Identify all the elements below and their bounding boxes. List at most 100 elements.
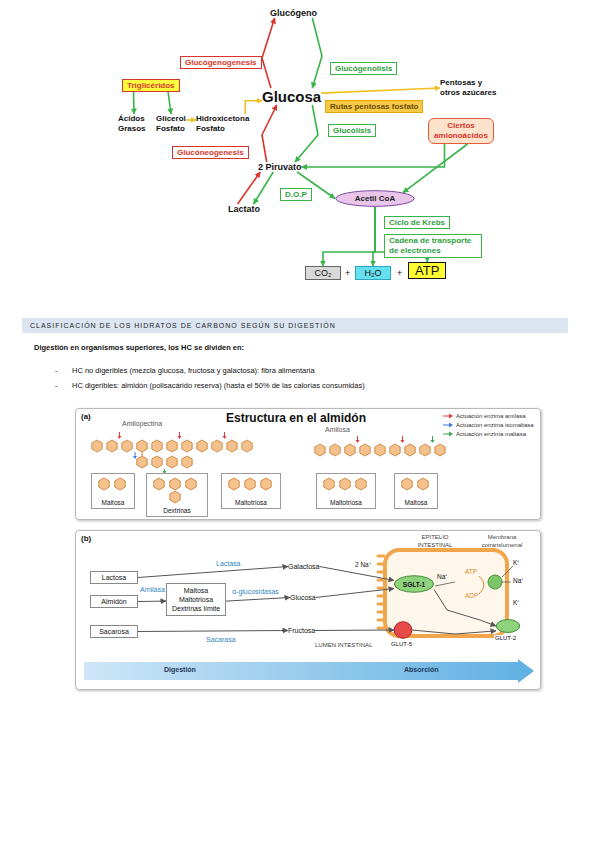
glucose-hexagon	[261, 478, 271, 490]
glucose-hexagon	[229, 478, 239, 490]
process-box: Glucólisis	[328, 124, 376, 137]
text-label: EPITELIO INTESTINAL	[405, 533, 465, 549]
glucose-hexagon	[137, 440, 147, 452]
outline-shape	[496, 619, 520, 633]
pathway-box: Rutas pentosas fosfato	[325, 100, 423, 113]
node-text: Digestión	[164, 666, 196, 673]
section-heading-band: CLASIFICACIÓN DE LOS HIDRATOS DE CARBONO…	[22, 318, 568, 333]
product-box: Maltosa	[91, 473, 135, 509]
transporter-circle: GLUT-5	[394, 621, 412, 639]
node-text: Almidón	[95, 598, 133, 605]
node-text: Glucógenolisis	[335, 64, 392, 73]
text-label: -	[55, 381, 58, 390]
starch-glucose-units	[92, 432, 445, 503]
glucose-hexagon	[324, 478, 334, 490]
enzyme-arrow	[119, 432, 120, 436]
node-text: Lactosa	[95, 574, 133, 581]
enzyme-arrowhead	[401, 440, 405, 443]
node-text: SGLT-1	[403, 581, 425, 588]
legend-text: Actuación enzima maltasa	[456, 431, 526, 437]
legend-arrow-sample	[443, 431, 453, 437]
node-text: Rutas pentosas fosfato	[330, 102, 418, 111]
connector-arrow	[434, 589, 496, 626]
node-text: Ciclo de Krebs	[389, 218, 445, 227]
product-box: Maltotriosa	[316, 473, 376, 509]
glucose-hexagon	[242, 440, 252, 452]
monosaccharide-label: Galactosa	[288, 563, 320, 570]
process-arrow-band: DigestiónAbsorción	[84, 659, 534, 683]
connector-arrow	[186, 119, 196, 121]
connector-arrow	[302, 144, 445, 167]
glucose-hexagon	[137, 456, 147, 468]
node-text: Cadena de transporte de electrones	[389, 236, 477, 256]
na-arrow	[435, 582, 455, 586]
glucose-hexagon	[227, 440, 237, 452]
glucose-hexagon	[186, 478, 196, 490]
node-text: (a)	[81, 412, 91, 421]
substrate-box: Almidón	[90, 595, 138, 608]
connector-arrow	[138, 631, 288, 632]
connector-arrow	[133, 92, 135, 114]
glucose-hexagon	[92, 440, 102, 452]
text-label: HC digeribles: almidón (polisacárido res…	[72, 381, 365, 390]
node-text: GLUT-2	[494, 635, 517, 641]
legend-text: Actuacion enzima isomaltasa	[456, 422, 534, 428]
node-text: CO₂	[310, 268, 336, 278]
text-label: Amilopectina	[122, 420, 162, 427]
connector-arrow	[262, 18, 275, 88]
glucose-hexagon	[170, 491, 180, 503]
product-box: Maltotriosa	[221, 473, 281, 509]
process-box: Cadena de transporte de electrones	[384, 234, 482, 258]
text-label: +	[345, 268, 350, 278]
metabolite-label: Ácidos Grasos	[118, 114, 150, 134]
enzyme-arrow	[402, 436, 403, 440]
branch-link	[142, 452, 143, 456]
glucose-hexagon	[197, 440, 207, 452]
legend-row: Actuación enzima amilasa	[443, 413, 526, 419]
monosaccharide-label: Fructosa	[288, 627, 315, 634]
text-label: -	[55, 366, 58, 375]
glucose-hexagon	[152, 456, 162, 468]
node-text: Ácidos Grasos	[118, 114, 150, 134]
enzyme-label: Sacarasa	[205, 636, 237, 643]
microvilli	[378, 556, 384, 628]
product-box: ATP	[408, 262, 446, 279]
node-text: Estructura en el almidón	[226, 411, 366, 425]
connector-arrow	[316, 589, 394, 598]
intermediate-box: Maltosa Maltotriosa Dextrinas límite	[166, 583, 226, 616]
node-text: GLUT-5	[390, 641, 413, 647]
k-in-arrow	[502, 566, 513, 577]
connector-arrow	[262, 105, 277, 162]
node-text: Glucosa	[290, 594, 316, 601]
text-label: ADP	[465, 592, 478, 599]
enzyme-arrowhead	[431, 440, 435, 443]
node-text: Pentosas y otros azúcares	[440, 78, 500, 98]
text-label: +	[397, 268, 402, 278]
node-text: Galactosa	[288, 563, 320, 570]
node-text: Glucógenogenesis	[185, 58, 257, 67]
node-text: CLASIFICACIÓN DE LOS HIDRATOS DE CARBONO…	[30, 322, 560, 329]
text-label: Amilosa	[325, 426, 350, 433]
text-label: Membrana cotranslumenal	[473, 533, 531, 549]
connector-arrow	[403, 144, 468, 193]
na-k-pump	[488, 575, 502, 589]
product-box: Maltosa	[394, 473, 438, 509]
transporter-ellipse: GLUT-2	[496, 619, 520, 633]
glucose-hexagon	[435, 444, 445, 456]
node-text: Maltotriosa	[317, 499, 375, 506]
glucose-hexagon	[167, 440, 177, 452]
connector-arrow	[138, 601, 166, 602]
node-text: Acetil CoA	[355, 194, 395, 203]
glucose-hexagon	[390, 444, 400, 456]
connector-arrow	[138, 567, 288, 578]
glucose-hexagon	[345, 444, 355, 456]
glucose-hexagon	[315, 444, 325, 456]
text-label: Digestión en organismos superiores, los …	[34, 343, 244, 352]
enzyme-arrowhead	[133, 456, 137, 459]
glucose-hexagon	[212, 440, 222, 452]
node-text: Glucóneogenesis	[177, 148, 244, 157]
connector-arrow	[323, 207, 375, 266]
node-text: Glucosa	[262, 88, 321, 105]
glucose-hexagon	[154, 478, 164, 490]
metabolite-label: Glucógeno	[270, 8, 317, 18]
